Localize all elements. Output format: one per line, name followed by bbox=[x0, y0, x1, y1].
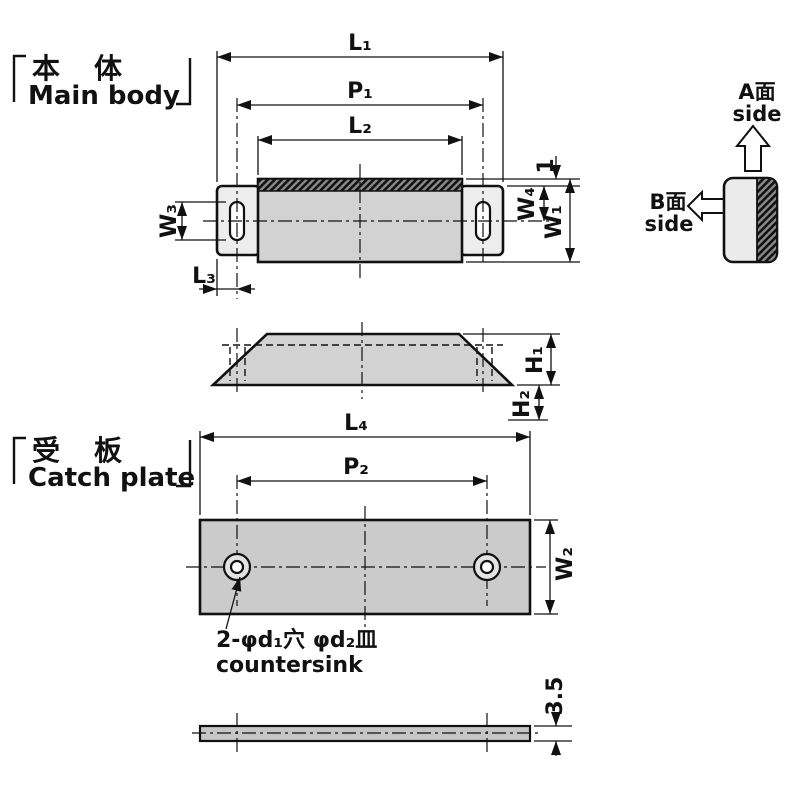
dim-H2: H₂ bbox=[508, 385, 548, 421]
dim-W3: W₃ bbox=[157, 201, 226, 241]
main-body-section-label: 本 体 Main body bbox=[12, 52, 192, 111]
dim-label-thickness: 3.5 bbox=[543, 677, 568, 716]
right-hole bbox=[479, 559, 495, 575]
dim-L1: L₁ bbox=[216, 31, 504, 182]
dim-H1: H₁ bbox=[463, 333, 560, 386]
dim-label-L2: L₂ bbox=[348, 114, 372, 139]
dim-L4: L₄ bbox=[199, 411, 531, 515]
face-direction-views: A面 side B面 side bbox=[645, 80, 782, 264]
dim-label-H2: H₂ bbox=[510, 390, 535, 418]
dim-P2: P₂ bbox=[237, 455, 487, 486]
dim-W2: W₂ bbox=[534, 519, 578, 615]
dim-label-P1: P₁ bbox=[347, 79, 373, 104]
dim-L2: L₂ bbox=[257, 114, 463, 175]
dim-label-H1: H₁ bbox=[523, 346, 548, 374]
countersink-note: 2-φd₁穴 φd₂皿 countersink bbox=[216, 576, 377, 678]
a-face-arrow-icon bbox=[734, 124, 772, 172]
left-hole bbox=[229, 559, 245, 575]
main-body-side-view bbox=[209, 322, 516, 399]
catch-plate-side-view bbox=[192, 713, 538, 755]
dim-P1: P₁ bbox=[237, 79, 483, 110]
bracket-right-icon bbox=[176, 58, 192, 106]
dim-label-W1: W₁ bbox=[542, 205, 567, 239]
main-body-label-jp: 本 体 bbox=[32, 52, 125, 85]
dim-label-W4: W₄ bbox=[515, 187, 540, 221]
end-view-magnet-face bbox=[756, 177, 778, 263]
bracket-right-icon bbox=[176, 440, 192, 488]
dim-label-protrusion: 1 bbox=[534, 158, 559, 173]
countersink-note-jp: 2-φd₁穴 φd₂皿 bbox=[216, 627, 377, 653]
a-face-label-en: side bbox=[733, 102, 782, 126]
b-face-label-en: side bbox=[645, 212, 694, 236]
dim-label-W2: W₂ bbox=[553, 547, 578, 581]
dim-label-P2: P₂ bbox=[343, 455, 369, 480]
main-body-top-view bbox=[203, 98, 554, 299]
catch-plate-label-jp: 受 板 bbox=[32, 434, 125, 467]
dim-label-L4: L₄ bbox=[344, 411, 368, 436]
catch-plate-front-view bbox=[186, 475, 546, 630]
b-face-label-jp: B面 bbox=[649, 190, 686, 214]
dim-thickness: 3.5 bbox=[534, 677, 572, 756]
dim-label-L1: L₁ bbox=[348, 31, 372, 56]
bracket-left-icon bbox=[12, 436, 26, 484]
a-face-label-jp: A面 bbox=[738, 80, 775, 104]
countersink-leader bbox=[225, 576, 242, 630]
dim-L3: L₃ bbox=[192, 259, 255, 296]
main-body-label-en: Main body bbox=[28, 81, 180, 111]
bracket-left-icon bbox=[12, 54, 26, 102]
dim-right-side: 1 W₄ W₁ bbox=[466, 156, 580, 263]
catch-plate-section-label: 受 板 Catch plate bbox=[12, 434, 195, 493]
catch-plate-label-en: Catch plate bbox=[28, 463, 195, 493]
countersink-note-en: countersink bbox=[216, 653, 364, 678]
dim-label-L3: L₃ bbox=[192, 264, 216, 289]
dim-label-W3: W₃ bbox=[157, 204, 182, 238]
